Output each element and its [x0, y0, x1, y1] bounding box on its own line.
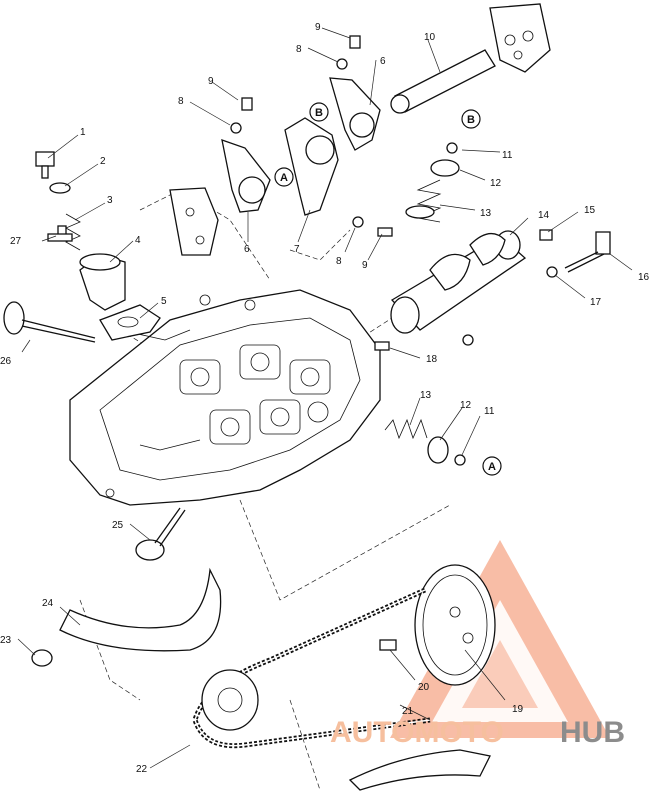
chain-guide — [31, 567, 491, 791]
timing-chain — [192, 587, 431, 749]
watermark-hub: HUB — [560, 716, 625, 749]
callout-4: 4 — [135, 235, 141, 246]
ref-a-1: A — [280, 172, 288, 184]
callout-8a: 8 — [296, 44, 302, 55]
callout-24: 24 — [42, 598, 54, 609]
callout-9a: 9 — [315, 22, 321, 33]
callout-19: 19 — [512, 704, 524, 715]
callout-14: 14 — [538, 210, 550, 221]
callout-23: 23 — [0, 635, 12, 646]
exhaust-valve — [135, 507, 186, 561]
rocker-arms — [169, 77, 381, 256]
callout-12a: 12 — [490, 178, 502, 189]
tensioner-assembly — [35, 151, 161, 341]
valve-springs-top — [405, 142, 460, 223]
callout-22: 22 — [136, 764, 148, 775]
callout-10: 10 — [424, 32, 436, 43]
cam-bracket — [489, 3, 551, 73]
leader-lines — [17, 27, 633, 769]
callout-11b: 11 — [484, 406, 495, 417]
watermark-logo — [390, 540, 610, 738]
callout-21: 21 — [402, 706, 414, 717]
reference-markers: B B A A — [274, 102, 502, 476]
rocker-shaft — [390, 49, 496, 114]
ref-a-2: A — [488, 461, 496, 473]
cam-sprocket — [379, 564, 496, 686]
intake-valve — [3, 301, 96, 343]
valve-springs-bottom — [384, 418, 466, 466]
callout-9c: 9 — [362, 260, 368, 271]
callout-8c: 8 — [336, 256, 342, 267]
callout-labels: 1 2 3 4 5 6 6 7 8 8 8 9 9 9 10 11 11 12 … — [0, 22, 650, 775]
callout-13a: 13 — [480, 208, 492, 219]
watermark-automoto: AUTOMOTO — [330, 716, 504, 749]
callout-11a: 11 — [502, 150, 513, 161]
callout-20: 20 — [418, 682, 430, 693]
callout-9b: 9 — [208, 76, 214, 87]
callout-26: 26 — [0, 356, 12, 367]
valve-adjusters — [230, 35, 393, 237]
ref-b-1: B — [315, 107, 323, 119]
callout-6b: 6 — [244, 244, 250, 255]
callout-3: 3 — [107, 195, 113, 206]
callout-6a: 6 — [380, 56, 386, 67]
callout-25: 25 — [112, 520, 124, 531]
callout-12b: 12 — [460, 400, 472, 411]
callout-8b: 8 — [178, 96, 184, 107]
callout-2: 2 — [100, 156, 106, 167]
cylinder-head — [69, 289, 381, 506]
callout-27: 27 — [10, 236, 22, 247]
callout-17: 17 — [590, 297, 602, 308]
callout-1: 1 — [80, 127, 86, 138]
callout-5: 5 — [161, 296, 167, 307]
callout-18: 18 — [426, 354, 438, 365]
callout-15: 15 — [584, 205, 596, 216]
callout-7: 7 — [294, 244, 300, 255]
camshaft — [390, 229, 553, 334]
ref-b-2: B — [467, 114, 475, 126]
callout-13b: 13 — [420, 390, 432, 401]
callout-16: 16 — [638, 272, 650, 283]
watermark-text: AUTOMOTO HUB — [330, 716, 625, 749]
cam-bolt — [374, 231, 611, 351]
